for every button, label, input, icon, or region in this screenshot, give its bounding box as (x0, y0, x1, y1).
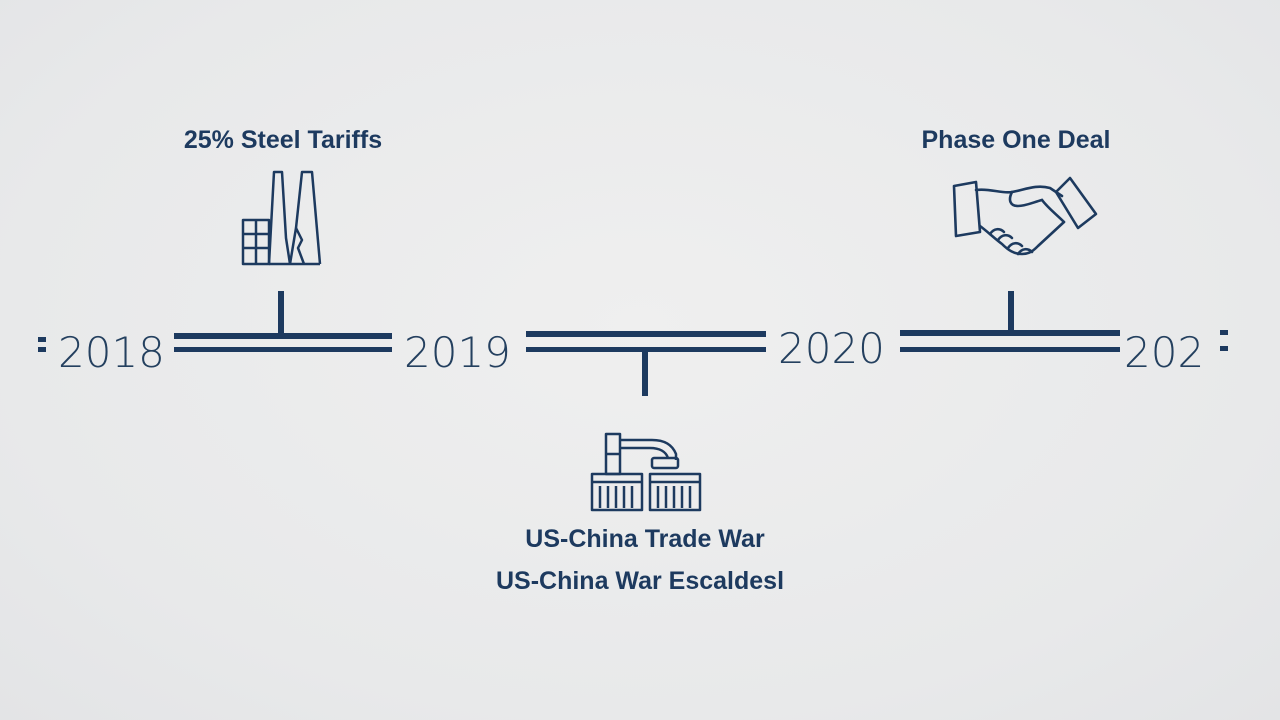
timeline-segment-2018-2019-top (174, 333, 392, 339)
timeline-tick-phase-one (1008, 291, 1014, 333)
steel-factory-icon (240, 168, 324, 268)
timeline-start-marker (38, 337, 46, 342)
year-label-2018: 2018 (58, 328, 165, 377)
timeline-end-marker-lower (1220, 346, 1228, 351)
timeline-end-marker (1220, 330, 1228, 335)
timeline-tick-steel-tariffs (278, 291, 284, 335)
event-label-trade-war-escalates: US-China War Escaldesl (495, 567, 785, 595)
event-label-steel-tariffs: 25% Steel Tariffs (183, 126, 383, 154)
shipping-containers-crane-icon (590, 430, 702, 514)
event-label-phase-one: Phase One Deal (921, 126, 1111, 154)
timeline-segment-2020-2021-bottom (900, 347, 1120, 352)
handshake-icon (950, 172, 1100, 262)
year-label-2021: 202 (1124, 328, 1205, 377)
event-label-trade-war: US-China Trade War (525, 525, 765, 553)
timeline-start-marker-lower (38, 347, 46, 352)
timeline-segment-2020-2021-top (900, 330, 1120, 336)
year-label-2020: 2020 (778, 324, 885, 373)
timeline-segment-2019-2020-top (526, 331, 766, 337)
year-label-2019: 2019 (404, 328, 511, 377)
timeline-tick-trade-war (642, 350, 648, 396)
timeline-segment-2018-2019-bottom (174, 347, 392, 352)
timeline-segment-2019-2020-bottom (526, 347, 766, 352)
